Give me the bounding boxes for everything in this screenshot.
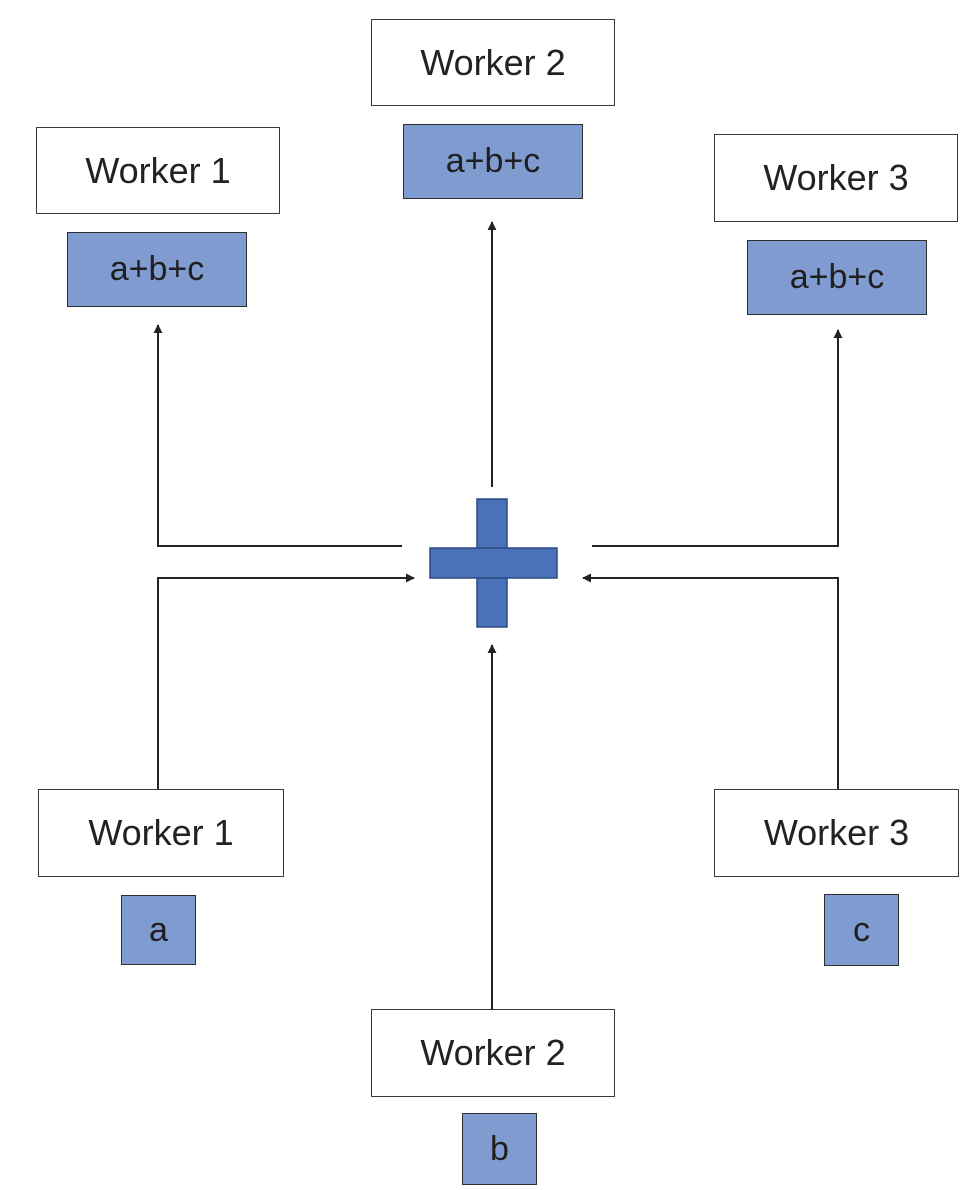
input-value-3: c [824,894,899,966]
input-value-1: a [121,895,196,965]
input-worker-3: Worker 3 [714,789,959,877]
output-value-3: a+b+c [747,240,927,315]
output-worker-3: Worker 3 [714,134,958,222]
output-wire-3 [592,329,843,547]
output-value-1: a+b+c [67,232,247,307]
plus-icon [429,498,558,628]
input-wire-1 [157,573,415,792]
input-value-2: b [462,1113,537,1185]
output-worker-2: Worker 2 [371,19,615,106]
input-worker-2: Worker 2 [371,1009,615,1097]
output-worker-1: Worker 1 [36,127,280,214]
input-wire-3 [582,573,839,792]
input-worker-1: Worker 1 [38,789,284,877]
output-wire-1 [153,324,402,547]
output-value-2: a+b+c [403,124,583,199]
